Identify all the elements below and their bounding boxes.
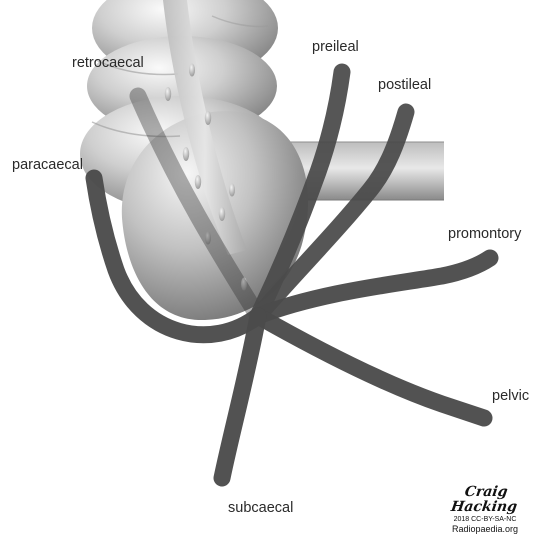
label-promontory: promontory	[448, 227, 521, 242]
droplet	[189, 64, 195, 77]
credit-site: Radiopaedia.org	[430, 524, 540, 535]
label-paracaecal: paracaecal	[12, 158, 83, 173]
label-subcaecal: subcaecal	[228, 501, 293, 516]
credit-author: Craig Hacking	[428, 485, 542, 515]
droplet	[219, 207, 225, 221]
label-pelvic: pelvic	[492, 389, 529, 404]
label-retrocaecal: retrocaecal	[72, 56, 144, 71]
appendix-pelvic	[258, 316, 484, 418]
label-preileal: preileal	[312, 40, 359, 55]
appendix-positions-diagram	[0, 0, 553, 520]
droplet	[195, 175, 201, 189]
droplet	[165, 87, 171, 101]
droplet	[205, 111, 211, 125]
credit-signature: Craig Hacking 2018 CC-BY-SA-NC Radiopaed…	[430, 485, 540, 535]
label-postileal: postileal	[378, 78, 431, 93]
droplet	[183, 147, 189, 161]
droplet	[229, 184, 235, 197]
